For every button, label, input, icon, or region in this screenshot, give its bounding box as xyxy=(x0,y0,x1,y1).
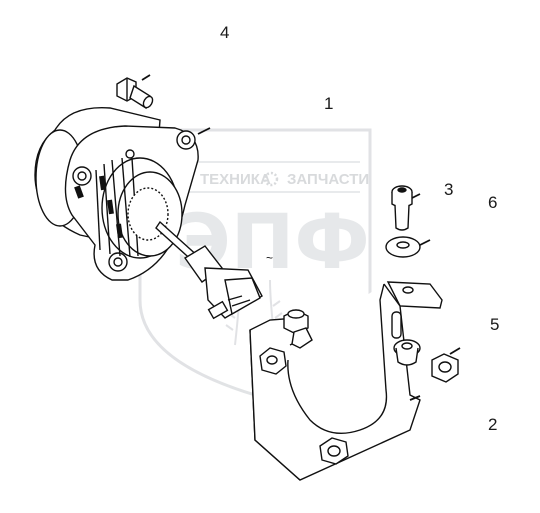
callout-1: 1 xyxy=(324,94,334,113)
part-6-washer xyxy=(385,236,431,258)
callout-6: 6 xyxy=(488,193,498,212)
connector-marking: ~ xyxy=(266,251,273,265)
part-1-sensor xyxy=(34,106,211,281)
watermark-word-1: ТЕХНИКА xyxy=(200,171,271,188)
part-3-bolt xyxy=(391,185,421,231)
bracket-bolt xyxy=(283,309,313,349)
gear-icon xyxy=(263,171,279,187)
connector-latch xyxy=(207,300,229,320)
callout-4: 4 xyxy=(220,23,230,42)
callout-3: 3 xyxy=(444,180,454,199)
bracket-nut xyxy=(319,437,349,465)
sensor-cable: ~ xyxy=(155,220,273,320)
callout-2: 2 xyxy=(488,415,498,434)
part-5-nut xyxy=(393,339,461,383)
part-4-bolt xyxy=(116,74,154,110)
callout-5: 5 xyxy=(490,315,500,334)
bracket-nut xyxy=(259,347,287,375)
watermark-word-2: ЗАПЧАСТИ xyxy=(287,171,369,188)
